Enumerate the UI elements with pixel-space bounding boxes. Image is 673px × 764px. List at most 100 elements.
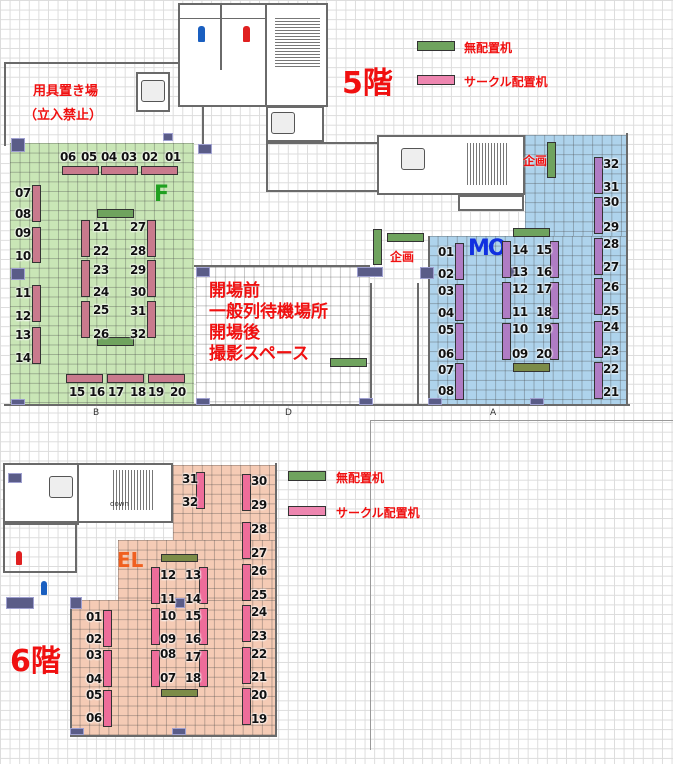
circle-table [107,374,144,383]
circle-table [103,650,112,687]
booth-number: 03 [438,284,454,298]
corridor-5f [266,142,386,192]
area-el-label: EL [117,548,144,572]
booth-number: 16 [536,265,552,279]
booth-number: 04 [86,672,102,686]
booth-number: 08 [15,207,31,221]
circle-table [550,282,559,319]
booth-number: 07 [15,186,31,200]
area-mo-label: MO [468,236,507,261]
pillar [11,399,25,405]
booth-number: 18 [185,671,201,685]
area-el-zone-upper [173,465,276,545]
pillar [163,133,173,141]
circle-table [242,605,251,642]
booth-number: 24 [93,285,109,299]
kikaku-label: 企画 [523,154,548,168]
booth-number: 31 [603,180,619,194]
pillar [70,597,82,609]
booth-number: 19 [251,712,267,726]
empty-table [97,337,134,346]
booth-number: 29 [130,263,146,277]
circle-table [594,362,603,399]
booth-number: 21 [603,385,619,399]
column-label: B [93,408,100,418]
circle-table [81,220,90,257]
pillar [428,398,442,405]
booth-number: 15 [69,385,85,399]
circle-table [242,564,251,601]
circle-table [502,241,511,278]
pillar [357,267,383,277]
female-restroom-icon [243,26,250,42]
booth-number: 13 [185,568,201,582]
booth-number: 22 [93,244,109,258]
booth-number: 30 [130,285,146,299]
booth-number: 20 [536,347,552,361]
booth-number: 10 [512,322,528,336]
booth-number: 03 [86,648,102,662]
booth-number: 23 [251,629,267,643]
empty-table [330,358,367,367]
notice-line: 一般列待機場所 [209,302,328,322]
booth-number: 24 [603,320,619,334]
booth-number: 28 [251,522,267,536]
circle-table [66,374,103,383]
legend-empty-table-swatch [417,41,455,51]
pillar [530,398,544,405]
pillar [172,728,186,735]
legend-circle-table-label: サークル配置机 [464,75,548,89]
circle-table [455,363,464,400]
pillar [11,138,25,152]
booth-number: 13 [512,265,528,279]
legend-empty-table-swatch [288,471,326,481]
kikaku-table [387,233,424,242]
booth-number: 18 [130,385,146,399]
booth-number: 04 [101,150,117,164]
notice-line: 開場前 [209,281,260,301]
booth-number: 06 [86,711,102,725]
booth-number: 30 [603,195,619,209]
booth-number: 06 [438,347,454,361]
booth-number: 26 [93,327,109,341]
area-d-zone [196,267,370,405]
kikaku-label: 企画 [390,250,415,264]
circle-table [101,166,138,175]
circle-table [199,650,208,687]
legend-circle-table-label: サークル配置机 [336,506,420,520]
booth-number: 29 [603,220,619,234]
booth-number: 14 [512,243,528,257]
elevator-icon [141,80,165,102]
circle-table [32,185,41,222]
storage-label: 用具置き場 [33,84,99,99]
booth-number: 15 [536,243,552,257]
storage-note: （立入禁止） [24,108,103,123]
booth-number: 07 [160,671,176,685]
area-d-notice: 開場前 一般列待機場所 開場後 撮影スペース [209,281,328,365]
booth-number: 07 [438,363,454,377]
male-restroom-icon [41,581,47,595]
floor5-title: 5階 [342,66,393,101]
booth-number: 27 [603,260,619,274]
circle-table [151,608,160,645]
booth-number: 32 [603,157,619,171]
female-restroom-icon [16,551,22,565]
booth-number: 18 [536,305,552,319]
booth-number: 09 [160,632,176,646]
circle-table [242,647,251,684]
booth-number: 26 [603,280,619,294]
circle-table [594,321,603,358]
pillar [8,473,22,483]
elevator-icon [401,148,425,170]
circle-table [103,610,112,647]
circle-table [147,260,156,297]
legend-empty-table-label: 無配置机 [336,471,385,485]
booth-number: 32 [182,495,198,509]
booth-number: 23 [93,263,109,277]
empty-table [97,209,134,218]
booth-number: 25 [603,304,619,318]
booth-number: 13 [15,328,31,342]
booth-number: 24 [251,605,267,619]
circle-table [502,282,511,319]
elevator-icon [271,112,295,134]
